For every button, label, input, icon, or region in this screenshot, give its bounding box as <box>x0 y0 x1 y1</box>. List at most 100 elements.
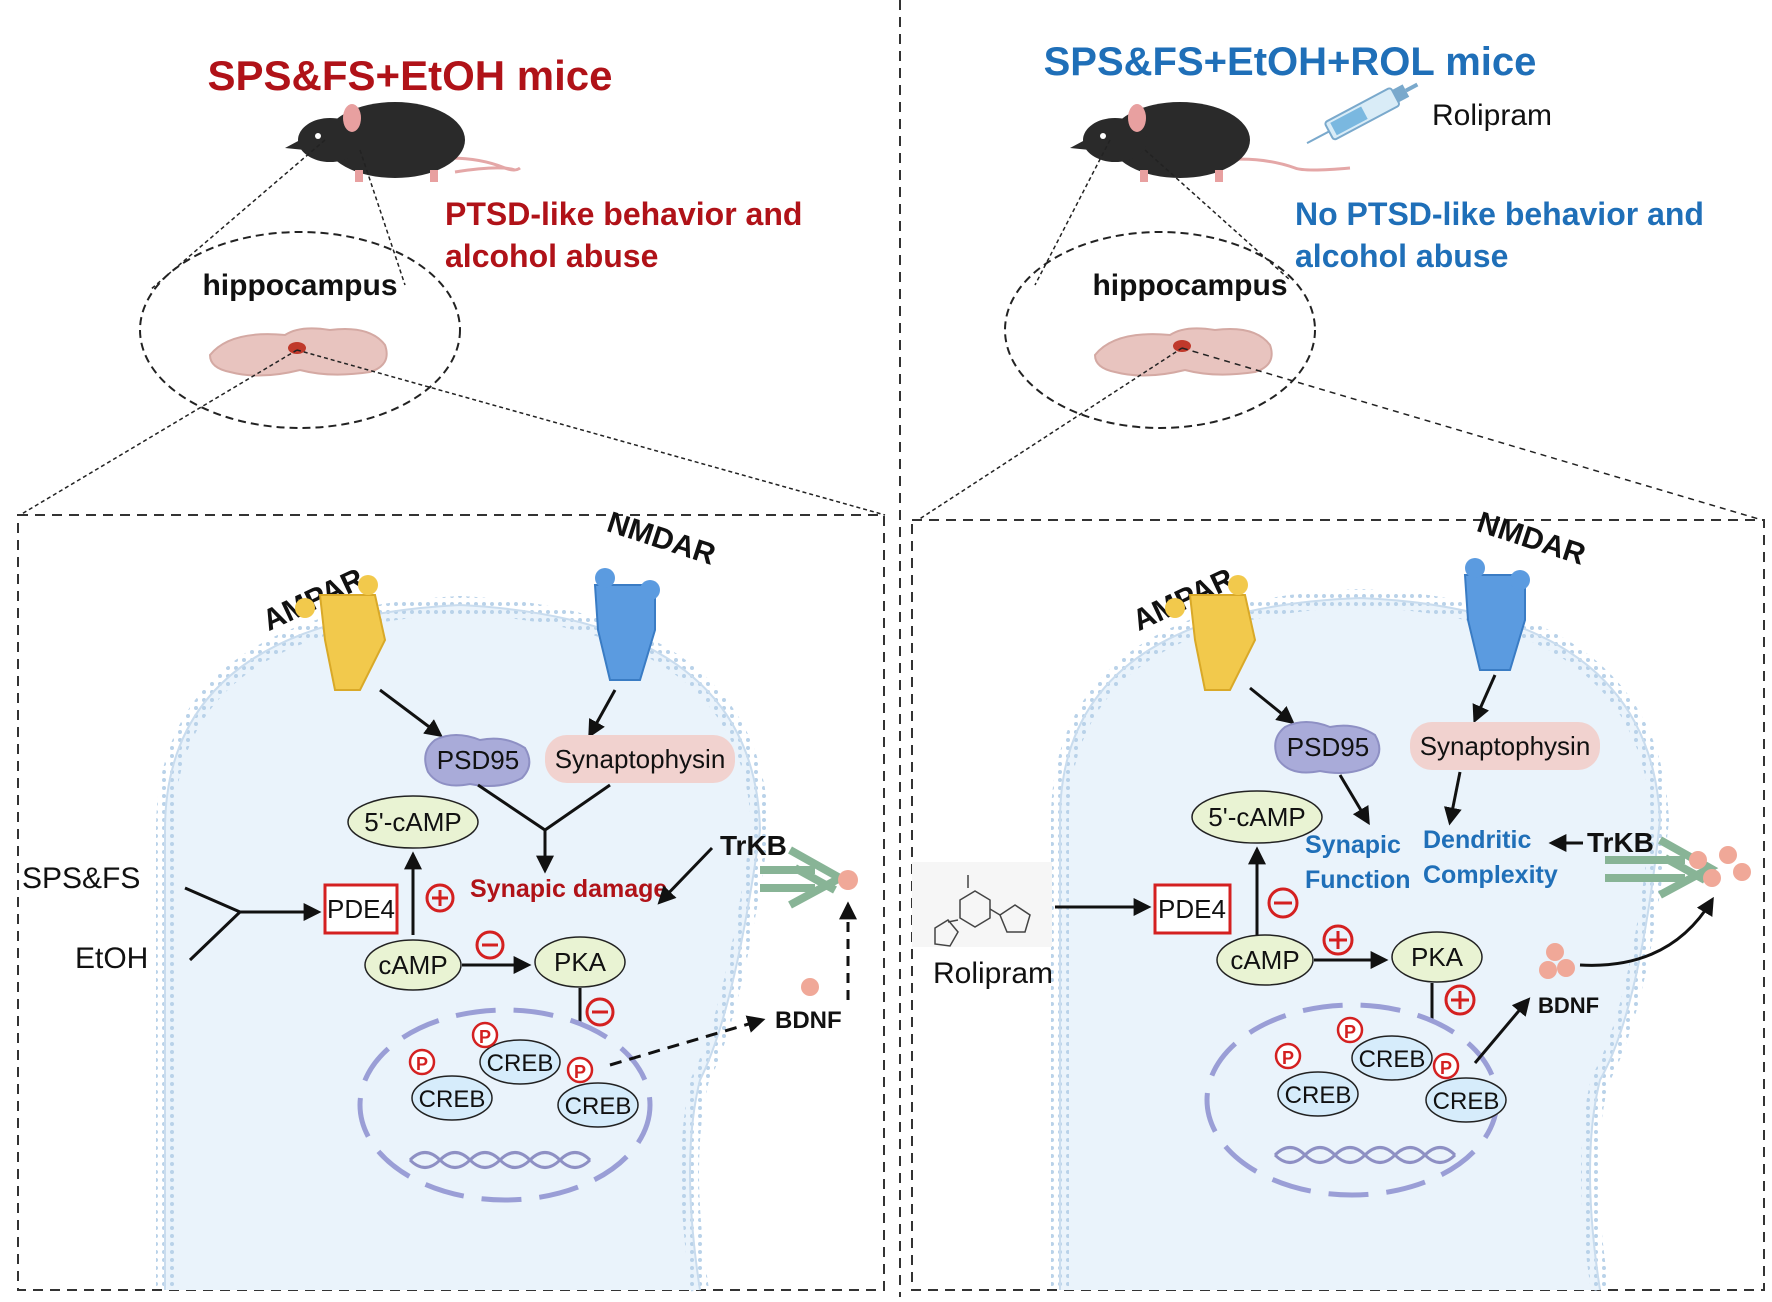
psd95-node: PSD95 <box>424 734 531 787</box>
left-psd95-label: PSD95 <box>437 745 519 775</box>
left-stim1-label: SPS&FS <box>22 862 140 895</box>
arrow-ampar-psd95 <box>379 688 443 738</box>
arrow-nmdar-synaptophysin <box>1472 674 1497 724</box>
pka-node: PKA <box>1391 931 1483 983</box>
right-region-label: hippocampus <box>1092 269 1287 302</box>
arrow-ampar-psd95 <box>1249 686 1295 725</box>
right-outcome1-line1: Synapic <box>1305 831 1401 859</box>
svg-text:P: P <box>479 1027 491 1047</box>
left-camp5-label: 5'-cAMP <box>364 807 461 837</box>
left-trkb-label: TrKB <box>720 830 787 861</box>
trkb-receptor-icon <box>1605 836 1719 899</box>
right-creb-label: CREB <box>1359 1046 1426 1073</box>
activation-plus-icon <box>1322 924 1354 956</box>
left-title: SPS&FS+EtOH mice <box>208 52 613 99</box>
spine-membrane-edge <box>164 603 762 1291</box>
right-bdnf-label: BDNF <box>1538 993 1599 1018</box>
brain-icon <box>208 327 388 377</box>
arrow-creb-bdnf <box>1473 997 1531 1064</box>
inhibition-minus-icon <box>475 930 505 960</box>
camp5-node: 5'-cAMP <box>347 795 479 849</box>
left-region-label: hippocampus <box>202 269 397 302</box>
right-creb-label: CREB <box>1285 1082 1352 1109</box>
hippocampus-callout <box>139 231 461 429</box>
phospho-icon: P <box>1336 1016 1364 1044</box>
left-bdnf-label: BDNF <box>775 1007 842 1034</box>
phospho-icon: P <box>566 1056 594 1084</box>
dna-icon <box>408 1151 592 1169</box>
svg-text:P: P <box>416 1054 428 1074</box>
creb-node: CREB <box>411 1075 493 1121</box>
bdnf-cluster-icon <box>1539 943 1575 979</box>
zoom-line <box>296 349 886 516</box>
right-phenotype-line2: alcohol abuse <box>1295 238 1508 274</box>
hippocampus-callout <box>1004 231 1316 429</box>
ampar-icon <box>1165 575 1257 691</box>
synaptophysin-node: Synaptophysin <box>545 735 735 783</box>
dna-icon <box>1273 1146 1457 1164</box>
right-phenotype-line1: No PTSD-like behavior and <box>1295 196 1704 232</box>
mouse-icon <box>1070 102 1351 182</box>
zoom-line <box>19 349 298 516</box>
synaptophysin-node: Synaptophysin <box>1410 722 1600 770</box>
left-phenotype-line1: PTSD-like behavior and <box>445 196 802 232</box>
pde4-node: PDE4 <box>1153 883 1232 935</box>
zoom-line <box>149 139 326 291</box>
arrow-bdnf-trkb <box>1579 896 1714 967</box>
activation-plus-icon <box>425 883 455 913</box>
left-synaptophysin-label: Synaptophysin <box>555 744 726 774</box>
right-creb-label: CREB <box>1433 1088 1500 1115</box>
zoom-line <box>359 149 406 286</box>
right-nmdar-label: NMDAR <box>1473 506 1590 572</box>
left-stim2-label: EtOH <box>75 942 148 975</box>
right-panel: SPS&FS+EtOH+ROL mice Rolipram No PTSD-li… <box>911 40 1765 1292</box>
creb-node: CREB <box>1277 1071 1359 1117</box>
right-drug-label: Rolipram <box>933 957 1053 990</box>
ampar-icon <box>295 575 387 691</box>
activation-plus-icon <box>1444 984 1476 1016</box>
arrow-creb-bdnf <box>609 1015 766 1067</box>
camp5-node: 5'-cAMP <box>1191 790 1323 844</box>
zoom-line <box>917 347 1183 521</box>
bdnf-particle <box>838 870 858 890</box>
right-trkb-label: TrKB <box>1587 827 1654 858</box>
right-drug-top-label: Rolipram <box>1432 99 1552 132</box>
spine-membrane-edge <box>1059 596 1662 1291</box>
right-synaptophysin-label: Synaptophysin <box>1420 731 1591 761</box>
zoom-line <box>1034 139 1111 286</box>
svg-text:P: P <box>1282 1048 1294 1068</box>
left-phenotype-line2: alcohol abuse <box>445 238 658 274</box>
creb-node: CREB <box>557 1082 639 1128</box>
camp-node: cAMP <box>364 939 462 991</box>
camp-node: cAMP <box>1216 934 1314 986</box>
left-creb-label: CREB <box>487 1050 554 1077</box>
mouse-icon <box>285 102 521 182</box>
svg-text:P: P <box>1344 1022 1356 1042</box>
zoom-line <box>1181 347 1763 521</box>
svg-text:P: P <box>1440 1058 1452 1078</box>
rolipram-structure-icon <box>912 862 1052 947</box>
right-camp5-label: 5'-cAMP <box>1208 802 1305 832</box>
nmdar-icon <box>1463 558 1530 671</box>
left-outcome-label: Synapic damage <box>470 875 667 903</box>
syringe-icon <box>1306 82 1419 145</box>
psd95-node: PSD95 <box>1274 721 1381 774</box>
creb-node: CREB <box>1425 1077 1507 1123</box>
nmdar-icon <box>593 568 660 681</box>
right-outcome2-line2: Complexity <box>1423 861 1558 889</box>
left-creb-label: CREB <box>565 1093 632 1120</box>
pka-node: PKA <box>534 936 626 988</box>
creb-node: CREB <box>1351 1035 1433 1081</box>
svg-text:P: P <box>574 1062 586 1082</box>
brain-icon <box>1093 327 1273 377</box>
arrow-psd95-function <box>1338 774 1370 826</box>
left-creb-label: CREB <box>419 1086 486 1113</box>
arrow-trkb-damage <box>657 846 714 905</box>
phospho-icon: P <box>1432 1052 1460 1080</box>
left-panel: SPS&FS+EtOH mice PTSD-like behavior and … <box>17 52 886 1292</box>
right-camp-label: cAMP <box>1230 945 1299 975</box>
creb-node: CREB <box>479 1039 561 1085</box>
inhibition-minus-icon <box>585 997 615 1027</box>
bdnf-cluster-icon <box>1689 846 1751 887</box>
